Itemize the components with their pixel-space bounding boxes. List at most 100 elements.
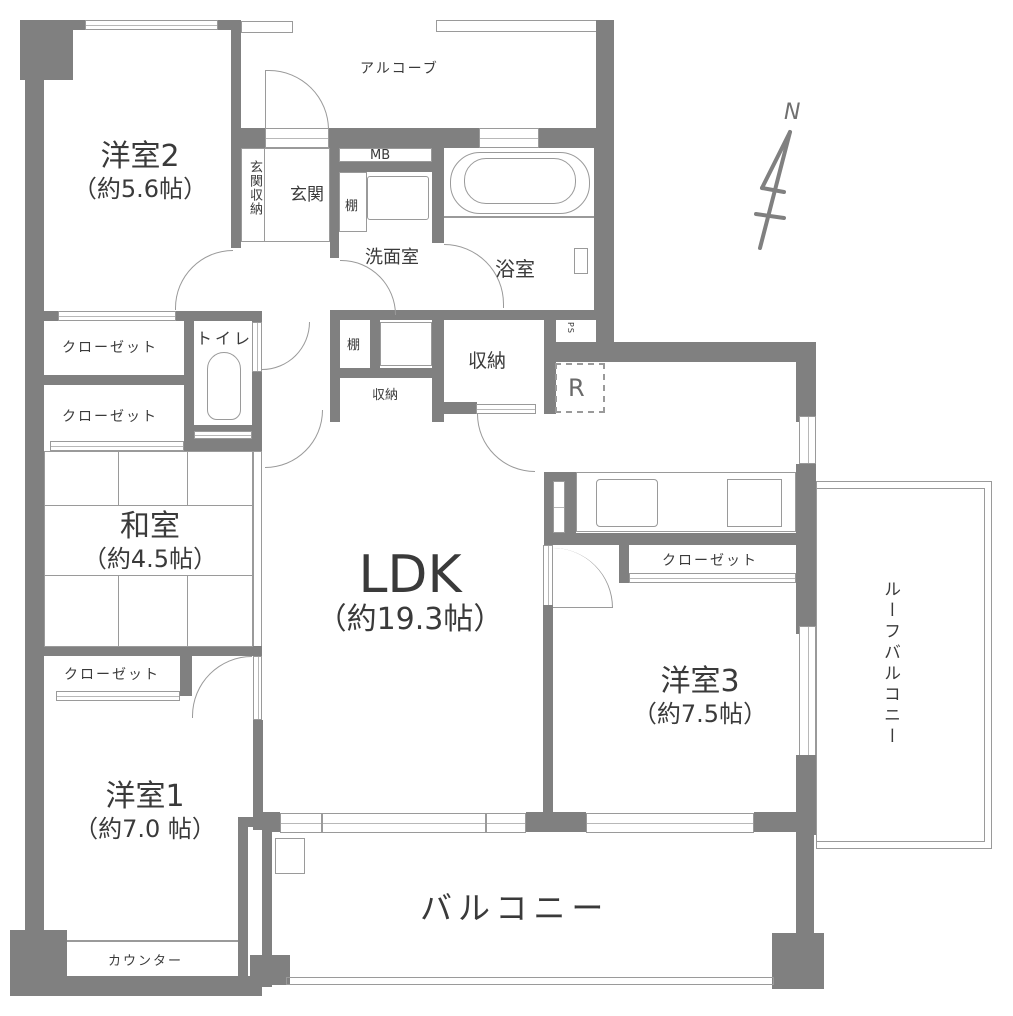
label-refrigerator: R (568, 374, 585, 402)
entry-door-swing (265, 70, 329, 130)
wall-storage-large-left (432, 310, 444, 422)
label-closet-1: クローゼット (62, 340, 158, 356)
wall-mb-bottom (330, 162, 434, 172)
room-name: 洋室3 (660, 664, 740, 699)
toilet-bowl (207, 352, 241, 420)
wall-toilet-right (252, 311, 262, 451)
wall-closet3-right (180, 656, 192, 696)
alcove-rail-left (241, 21, 293, 33)
wall-entry-right (539, 128, 599, 148)
pillar-bottom-right (772, 933, 824, 989)
label-roof-balcony: ルーフバルコニー (880, 580, 900, 748)
wall-storage-large-right (544, 310, 556, 414)
pillar-balcony-left (250, 955, 290, 985)
washer-pan (380, 322, 432, 366)
room-western-1: 洋室1 （約7.0 帖） (55, 780, 235, 844)
wall-bath-right (594, 128, 604, 318)
shower-unit (574, 248, 588, 274)
closet-1-doors (58, 311, 176, 321)
wall-toilet-top (176, 311, 262, 321)
room3-window-bottom (586, 813, 754, 833)
entry-door-frame (265, 128, 329, 148)
wall-room1-bottom (44, 976, 262, 996)
wall-closet-divider (44, 375, 186, 385)
label-meter-box: MB (370, 148, 391, 163)
wall-storage-large-bottom-l (432, 402, 477, 414)
refrigerator-space (555, 363, 605, 413)
room-name: 洋室2 (100, 139, 180, 174)
kitchen-counter (576, 472, 796, 532)
wall-ldk-bottom-left (262, 812, 280, 832)
ldk-window-3 (486, 813, 526, 833)
toilet-door-frame (252, 322, 262, 372)
tatami-7 (187, 575, 253, 647)
wall-ldk-right-mid (796, 464, 816, 634)
wall-top-room2-left (73, 20, 85, 30)
wall-room1-right-lower (238, 817, 272, 827)
balcony-sink (275, 838, 305, 874)
wall-ldk-room3-bottom (526, 812, 586, 832)
wall-wash-bath (432, 128, 444, 243)
label-closet-2: クローゼット (62, 409, 158, 425)
room3-door-swing (553, 548, 613, 608)
wall-left-outer (25, 20, 44, 940)
bath-window (479, 128, 539, 148)
wall-entry-left (241, 128, 265, 148)
wall-ldk-left-lower (262, 817, 272, 987)
room-western-2: 洋室2 （約5.6帖） (60, 140, 220, 204)
washitsu-sliding-door (253, 451, 262, 651)
roof-balcony-inner (816, 488, 985, 842)
wall-top-room2-right (218, 20, 240, 30)
closet-2-doors (50, 441, 184, 451)
entrance-storage-box (241, 148, 265, 242)
wall-closet4-left (619, 545, 629, 583)
wall-storage-small-top (340, 368, 436, 378)
mb-box (339, 148, 432, 162)
storage-large-door-frame (476, 404, 536, 414)
bathtub (450, 152, 590, 214)
label-pipe-space: PS (566, 322, 575, 334)
wall-closet-right (184, 311, 194, 451)
closet-4-doors (629, 573, 796, 583)
room-ldk: LDK （約19.3帖） (290, 545, 530, 635)
room3-window-right (799, 626, 816, 756)
label-storage-small: 収納 (372, 388, 399, 403)
label-closet-3: クローゼット (64, 667, 160, 683)
room-japanese: 和室 （約4.5帖） (60, 510, 240, 574)
room-size: （約19.3帖） (316, 602, 504, 637)
wall-washitsu-bottom (44, 646, 262, 656)
counter-line (66, 940, 238, 942)
label-balcony: バルコニー (420, 889, 610, 927)
wall-shelf2-right (370, 320, 380, 370)
wall-balcony-right (796, 812, 814, 937)
wall-ldk-room3-lower (543, 605, 553, 830)
wall-room1-right (253, 720, 263, 830)
wall-room2-bottom (44, 311, 58, 321)
vanity-sink (367, 176, 429, 220)
wall-shelf2-left (330, 310, 340, 422)
storage-large-door-swing (477, 414, 535, 472)
room-size: （約5.6帖） (72, 175, 208, 203)
room-size: （約7.0 帖） (74, 815, 216, 843)
wall-room2-right (231, 20, 241, 248)
room1-door-swing (192, 656, 252, 718)
room2-door-swing (175, 250, 233, 310)
wall-ps-bottom (544, 342, 816, 362)
alcove-rail-right (436, 20, 599, 32)
kitchen-window (799, 416, 816, 464)
toilet-door-swing (262, 322, 310, 370)
kitchen-sink (596, 479, 658, 527)
wall-entry-mid (329, 128, 479, 148)
wall-entry-washroom (330, 128, 339, 258)
room-western-3: 洋室3 （約7.5帖） (600, 665, 800, 729)
toilet-vent (194, 431, 252, 439)
label-toilet: トイレ (196, 329, 254, 348)
tatami-1 (44, 451, 119, 506)
room-size: （約4.5帖） (82, 545, 218, 573)
kitchen-left-niche (553, 481, 565, 533)
ldk-window-1 (280, 813, 322, 833)
hall-door-swing (265, 410, 323, 468)
label-shelf-2: 棚 (347, 338, 361, 353)
label-counter: カウンター (108, 954, 184, 969)
label-washroom: 洗面室 (365, 247, 419, 268)
